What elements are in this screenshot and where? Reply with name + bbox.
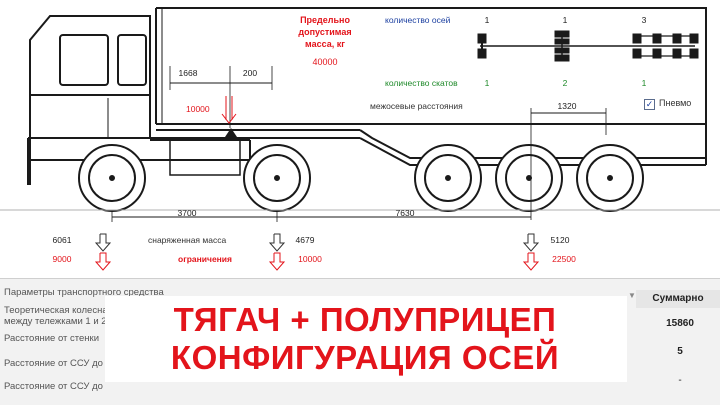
axle-schematic-icon <box>477 30 699 62</box>
params-title: Параметры транспортного средства <box>4 287 164 298</box>
limit-value-1: 9000 <box>53 254 72 264</box>
pneumo-label: Пневмо <box>659 98 692 108</box>
wheels-count-3: 1 <box>642 78 647 88</box>
tractor-cab <box>27 15 251 185</box>
load-header-line-1: Предельно <box>300 15 350 25</box>
truck-diagram: Предельно допустимая масса, кг 40000 кол… <box>0 7 720 271</box>
dim-3700: 3700 <box>178 208 197 218</box>
axles-count-3: 3 <box>642 15 647 25</box>
banner-line-2: КОНФИГУРАЦИЯ ОСЕЙ <box>170 339 560 376</box>
distances-label: межосевые расстояния <box>370 101 463 111</box>
wheels-count-2: 2 <box>563 78 568 88</box>
params-row-1-line-1: Теоретическая колесная <box>4 305 113 316</box>
params-row-2-label: Расстояние от стенки <box>4 333 100 344</box>
mass-value-1: 6061 <box>53 235 72 245</box>
load-header-line-3: масса, кг <box>305 39 345 49</box>
wheel-front <box>78 144 146 212</box>
limit-value-3: 22500 <box>552 254 576 264</box>
summary-value-3: - <box>678 375 682 386</box>
banner-background <box>105 296 627 382</box>
mass-label: снаряженная масса <box>148 235 226 245</box>
dim-1668: 1668 <box>179 68 198 78</box>
wheel-drive <box>243 144 311 212</box>
params-row-4-label: Расстояние от ССУ до <box>4 381 103 392</box>
kingpin-load-arrow-icon <box>221 96 237 124</box>
wheel-trailer-1 <box>414 144 482 212</box>
limit-label: ограничения <box>178 254 232 264</box>
trailer-body <box>155 7 707 125</box>
wheel-trailer-3 <box>576 144 644 212</box>
mass-arrow-icon <box>94 233 540 252</box>
banner-line-1: ТЯГАЧ + ПОЛУПРИЦЕП <box>173 301 557 338</box>
limit-value-2: 10000 <box>298 254 322 264</box>
wheels-label: количество скатов <box>385 78 458 88</box>
dim-200: 200 <box>243 68 257 78</box>
dim-1320: 1320 <box>558 101 577 111</box>
load-header-line-2: допустимая <box>298 27 351 37</box>
pneumo-checkbox[interactable]: ✓ <box>644 99 655 110</box>
mass-value-2: 4679 <box>296 235 315 245</box>
summary-header: Суммарно <box>636 290 720 308</box>
axles-label: количество осей <box>385 15 451 25</box>
params-row-1-line-2: между тележками 1 и 2 <box>4 316 107 327</box>
wheel-trailer-2 <box>495 144 563 212</box>
summary-value-2: 5 <box>677 346 683 357</box>
dim-7630: 7630 <box>396 208 415 218</box>
column-sort-icon[interactable]: ▼ <box>628 291 636 300</box>
wheels-count-1: 1 <box>485 78 490 88</box>
load-max-value: 40000 <box>312 57 337 67</box>
params-row-3-label: Расстояние от ССУ до <box>4 358 103 369</box>
kingpin-load: 10000 <box>186 104 210 114</box>
mass-value-3: 5120 <box>551 235 570 245</box>
axles-count-1: 1 <box>485 15 490 25</box>
limit-arrow-icon <box>94 252 540 271</box>
axles-count-2: 1 <box>563 15 568 25</box>
summary-value-1: 15860 <box>666 318 694 329</box>
fifth-wheel-marker <box>223 128 239 140</box>
